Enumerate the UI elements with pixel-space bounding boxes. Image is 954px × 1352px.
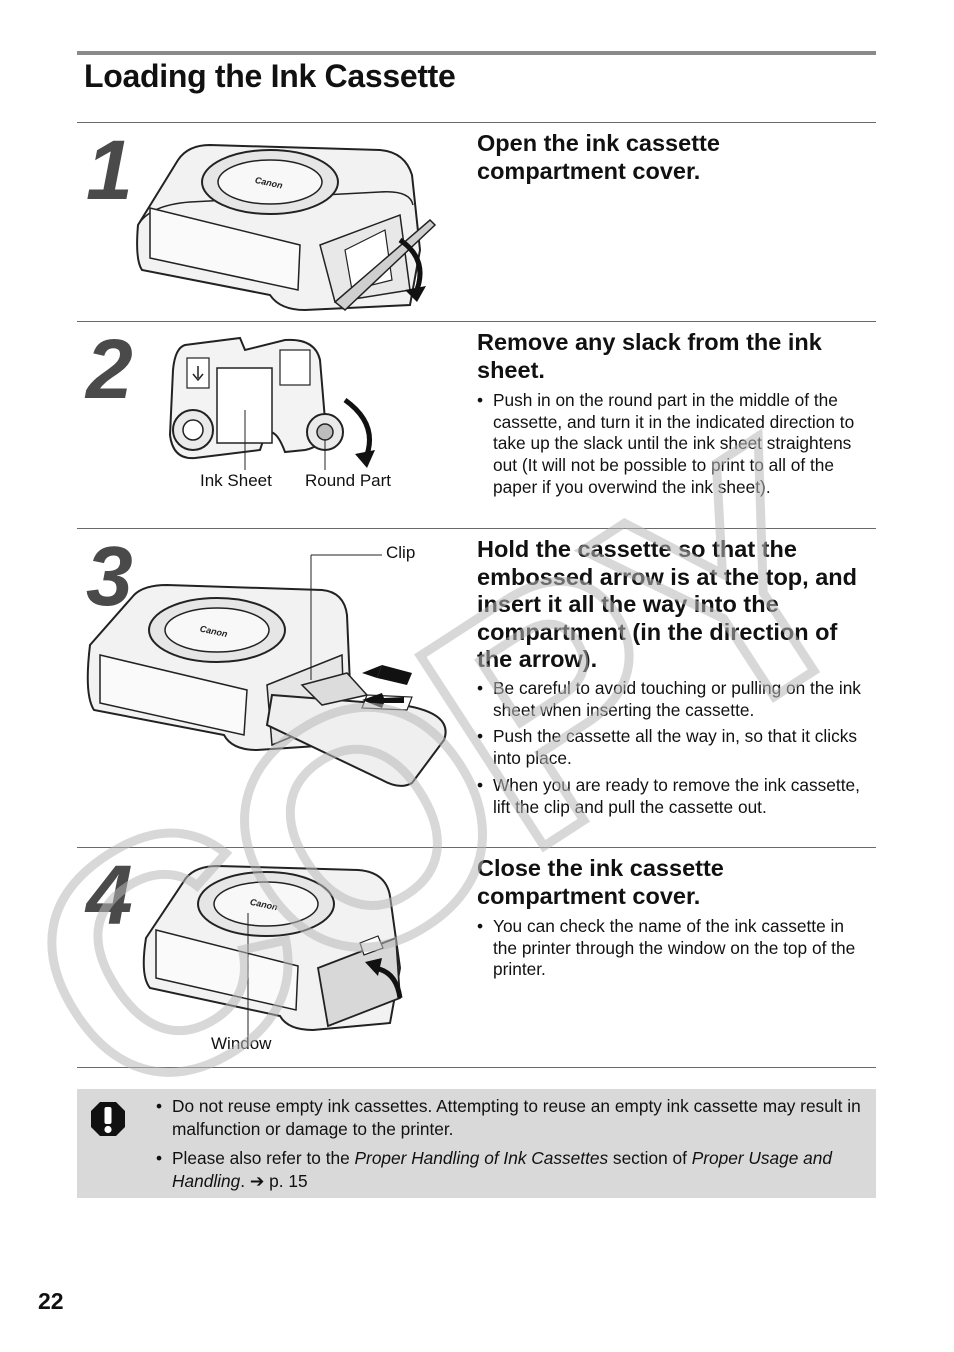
caution-item: Please also refer to the Proper Handling…: [156, 1147, 868, 1192]
title-bar-rule: [77, 51, 876, 55]
window-label: Window: [211, 1034, 272, 1053]
bullet-item: Be careful to avoid touching or pulling …: [477, 678, 872, 721]
arrow-right-icon: ➔: [249, 1170, 265, 1191]
section-divider: [77, 847, 876, 848]
step-title: Hold the cassette so that the embossed a…: [477, 536, 857, 672]
page-number: 22: [38, 1288, 64, 1314]
section-divider: [77, 528, 876, 529]
section-divider: [77, 122, 876, 123]
step-2-bullets: Push in on the round part in the middle …: [477, 390, 872, 499]
caution-note: Do not reuse empty ink cassettes. Attemp…: [77, 1089, 876, 1198]
caution-list: Do not reuse empty ink cassettes. Attemp…: [156, 1095, 868, 1192]
step-title: Open the ink cassette compartment cover.: [477, 130, 720, 184]
round-part-label: Round Part: [305, 471, 391, 490]
caution-icon: [91, 1102, 125, 1136]
step-number: 4: [86, 848, 133, 942]
page-title: Loading the Ink Cassette: [84, 58, 456, 94]
bullet-item: Push the cassette all the way in, so tha…: [477, 726, 872, 769]
embossed-arrow-icon: [192, 366, 204, 382]
step-3-bullets: Be careful to avoid touching or pulling …: [477, 678, 872, 818]
step-number: 2: [86, 322, 133, 416]
bullet-item: You can check the name of the ink casset…: [477, 916, 872, 981]
round-part-icon: [316, 423, 334, 441]
printer-cover-closed-illustration: Canon: [142, 864, 403, 1038]
step-number: 1: [86, 123, 133, 217]
bullet-item: When you are ready to remove the ink cas…: [477, 775, 872, 818]
reference-title: Proper Handling of Ink Cassettes: [354, 1148, 609, 1168]
cassette-insert-illustration: Canon: [86, 554, 447, 787]
page-reference: p. 15: [264, 1170, 308, 1191]
section-divider: [77, 1067, 876, 1068]
step-title: Close the ink cassette compartment cover…: [477, 855, 724, 909]
clip-label: Clip: [386, 543, 416, 562]
caution-item: Do not reuse empty ink cassettes. Attemp…: [156, 1095, 868, 1140]
ink-cassette-illustration: [168, 336, 375, 470]
printer-cover-open-illustration: Canon: [136, 143, 437, 312]
section-divider: [77, 321, 876, 322]
step-title: Remove any slack from the ink sheet.: [477, 329, 822, 383]
step-4-bullets: You can check the name of the ink casset…: [477, 916, 872, 981]
bullet-item: Push in on the round part in the middle …: [477, 390, 872, 499]
ink-sheet-label: Ink Sheet: [200, 471, 272, 490]
reference-document: Proper Usage and Handling: [172, 1148, 832, 1191]
